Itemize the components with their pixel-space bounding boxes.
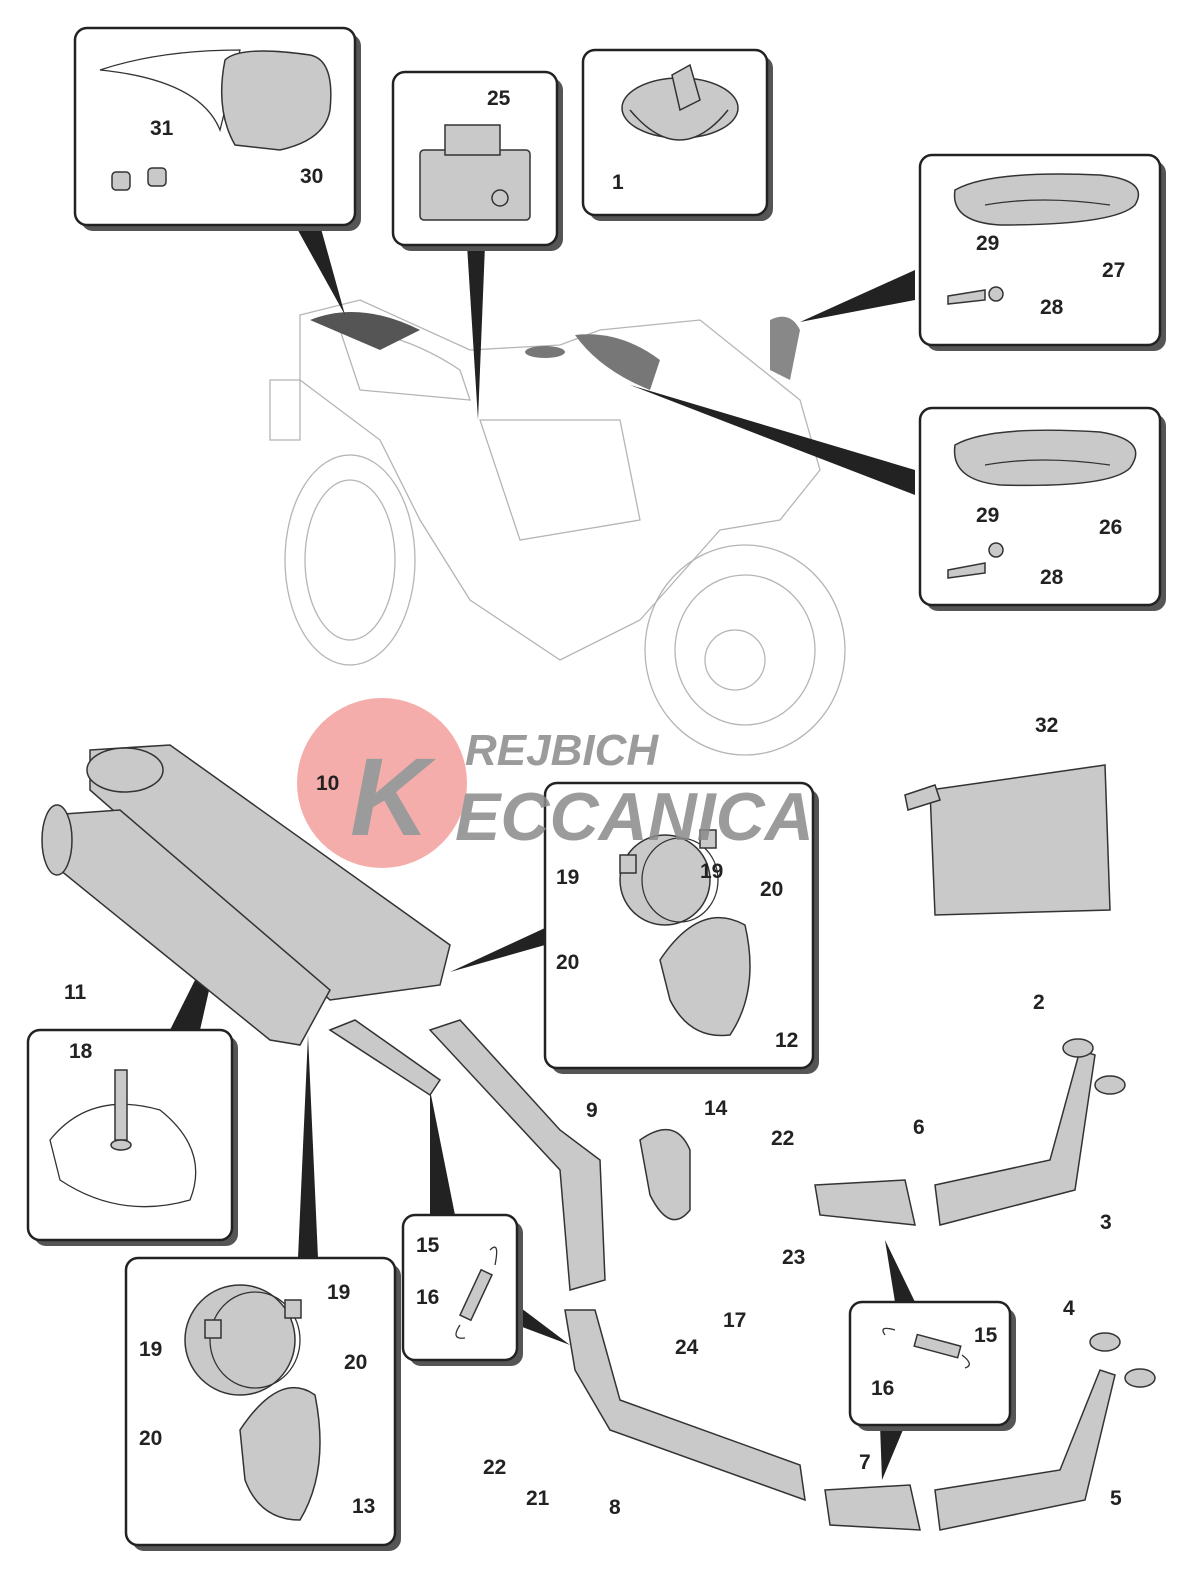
part-label: 4 bbox=[1063, 1297, 1075, 1320]
part-label: 19 bbox=[700, 860, 723, 883]
part-label: 2 bbox=[1033, 991, 1045, 1014]
callout-box-number-plate-27 bbox=[918, 153, 1166, 351]
part-label: 25 bbox=[487, 87, 511, 110]
callout-pointers bbox=[170, 225, 915, 1480]
part-number-labels: 31 30 25 1 29 27 28 29 26 28 32 10 11 19… bbox=[64, 87, 1125, 1519]
part-label: 20 bbox=[556, 951, 579, 974]
part-label: 15 bbox=[416, 1234, 440, 1257]
part-label: 14 bbox=[704, 1097, 728, 1120]
part-label: 22 bbox=[483, 1456, 506, 1479]
part-label: 32 bbox=[1035, 714, 1058, 737]
part-label: 10 bbox=[316, 772, 339, 795]
watermark-line2: ECCANICA bbox=[455, 779, 814, 855]
part-label: 20 bbox=[139, 1427, 162, 1450]
callout-box-seat-cover bbox=[73, 26, 361, 231]
part-label: 30 bbox=[300, 165, 323, 188]
part-label: 16 bbox=[416, 1286, 439, 1309]
callout-box-bracket-18 bbox=[26, 1028, 238, 1246]
part-label: 1 bbox=[612, 171, 624, 194]
watermark-logo: K REJBICH ECCANICA bbox=[297, 698, 814, 868]
callout-box-spring-16 bbox=[848, 1300, 1016, 1431]
part-label: 18 bbox=[69, 1040, 93, 1063]
watermark-letter: K bbox=[350, 736, 437, 859]
callout-box-number-plate-26 bbox=[918, 406, 1166, 611]
part-label: 19 bbox=[139, 1338, 162, 1361]
silencer-assembly bbox=[41, 744, 451, 1046]
part-label: 28 bbox=[1040, 296, 1064, 319]
callout-box-spring-15 bbox=[401, 1213, 523, 1366]
part-label: 20 bbox=[344, 1351, 367, 1374]
part-label: 9 bbox=[586, 1099, 598, 1122]
part-label: 22 bbox=[771, 1127, 794, 1150]
part-label: 24 bbox=[675, 1336, 699, 1359]
callout-box-fuel-cap bbox=[581, 48, 773, 221]
part-label: 19 bbox=[556, 866, 579, 889]
part-label: 11 bbox=[64, 981, 87, 1004]
part-label: 21 bbox=[526, 1487, 550, 1510]
watermark-line1: REJBICH bbox=[465, 726, 659, 775]
part-label: 20 bbox=[760, 878, 783, 901]
part-label: 8 bbox=[609, 1496, 621, 1519]
callout-box-ecu bbox=[391, 70, 563, 251]
part-label: 15 bbox=[974, 1324, 998, 1347]
part-label: 13 bbox=[352, 1495, 375, 1518]
part-label: 28 bbox=[1040, 566, 1064, 589]
part-label: 23 bbox=[782, 1246, 805, 1269]
part-label: 7 bbox=[859, 1451, 871, 1474]
callout-box-end-cap-13 bbox=[124, 1256, 401, 1551]
part-label: 29 bbox=[976, 504, 999, 527]
part-label: 17 bbox=[723, 1309, 746, 1332]
part-label: 3 bbox=[1100, 1211, 1112, 1234]
part-label: 16 bbox=[871, 1377, 894, 1400]
part-label: 31 bbox=[150, 117, 174, 140]
exhaust-pipes bbox=[328, 1019, 1156, 1531]
part-label: 27 bbox=[1102, 259, 1125, 282]
part-label: 6 bbox=[913, 1116, 925, 1139]
part-label: 26 bbox=[1099, 516, 1122, 539]
motorcycle-illustration bbox=[269, 299, 846, 756]
part-label: 12 bbox=[775, 1029, 798, 1052]
part-label: 19 bbox=[327, 1281, 350, 1304]
part-label: 29 bbox=[976, 232, 999, 255]
part-label: 5 bbox=[1110, 1487, 1122, 1510]
tool-bag-32 bbox=[904, 764, 1111, 916]
callout-box-end-cap-12 bbox=[543, 781, 819, 1074]
